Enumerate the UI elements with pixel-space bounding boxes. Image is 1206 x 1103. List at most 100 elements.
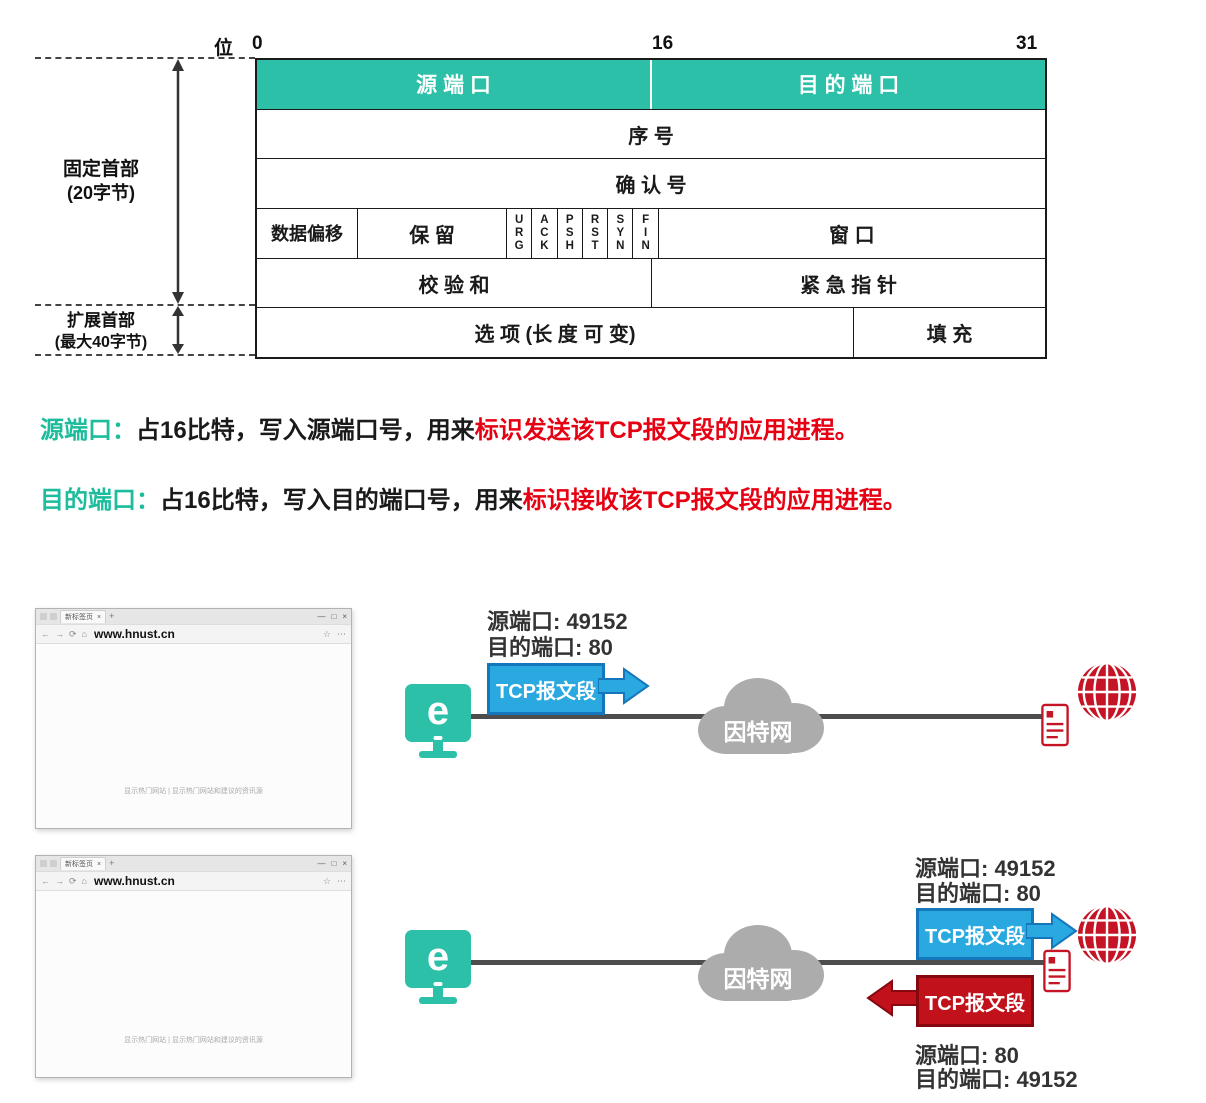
- browser-tab: 新标签页 ×: [60, 610, 107, 623]
- tcp-segment-box-request-1: TCP报文段: [487, 663, 605, 715]
- d2-dest-port-label-bottom: 目的端口: 49152: [915, 1067, 1078, 1092]
- cell-urgent-pointer: 紧 急 指 针: [651, 258, 1045, 308]
- bit-tick-16: 16: [652, 33, 674, 54]
- browser-tab-bar: 新标签页 × + — □ ×: [36, 856, 351, 871]
- nav-right-icons: ☆ ⋯: [323, 629, 346, 640]
- monitor-neck: [433, 742, 443, 751]
- favorite-icon: ☆: [322, 628, 331, 639]
- home-icon: ⌂: [81, 629, 87, 639]
- internet-cloud-1: 因特网: [686, 670, 830, 767]
- note-dest-port-emphasis: 标识接收该TCP报文段的应用进程。: [522, 487, 907, 514]
- tab-close-icon: ×: [97, 860, 102, 868]
- refresh-icon: ⟳: [69, 628, 77, 639]
- bit-unit-label: 位: [214, 38, 234, 59]
- app-icon: [50, 613, 57, 620]
- new-tab-hint-text: 显示热门网站 | 显示热门网站和建议的资讯源: [124, 1037, 263, 1044]
- row-flags: 数据偏移 保 留 U R G A C K P S H R S T S Y N F…: [257, 208, 1045, 258]
- client-monitor-icon-1: e: [405, 684, 471, 758]
- browser-page-body: 显示热门网站 | 显示热门网站和建议的资讯源: [36, 644, 351, 828]
- cell-window: 窗 口: [657, 209, 1045, 258]
- tab-close-icon: ×: [97, 613, 102, 621]
- more-icon: ⋯: [337, 628, 346, 639]
- flag-cell-urg: U R G: [506, 209, 531, 258]
- flag-cell-rst: R S T: [581, 209, 607, 258]
- tcp-segment-box-request-2: TCP报文段: [916, 908, 1034, 960]
- bit-tick-0: 0: [252, 33, 263, 54]
- row-checksum: 校 验 和 紧 急 指 针: [257, 257, 1045, 308]
- monitor-screen: e: [405, 684, 471, 742]
- cell-data-offset: 数据偏移: [271, 224, 343, 245]
- d2-source-port-label-top: 源端口: 49152: [915, 856, 1056, 881]
- d1-source-port-label: 源端口: 49152: [487, 609, 628, 634]
- extension-header-extent-arrow-icon: [172, 306, 184, 354]
- cell-checksum: 校 验 和: [418, 274, 490, 297]
- row-ack: 确 认 号: [257, 158, 1045, 208]
- monitor-base: [419, 751, 457, 758]
- arrow-right-blue-icon: [1026, 912, 1078, 950]
- note-source-port-term: 源端口：: [40, 417, 136, 444]
- cell-ack-number: 确 认 号: [615, 175, 687, 198]
- refresh-icon: ⟳: [69, 875, 77, 886]
- note-source-port-emphasis: 标识发送该TCP报文段的应用进程。: [474, 417, 859, 444]
- window-controls: — □ ×: [317, 611, 347, 621]
- app-icon: [50, 860, 57, 867]
- close-icon: ×: [342, 611, 347, 621]
- browser-tab-bar: 新标签页 × + — □ ×: [36, 609, 351, 624]
- browser-window-2: 新标签页 × + — □ × ← → ⟳ ⌂ www.hnust.cn ☆ ⋯ …: [35, 855, 352, 1078]
- address-url: www.hnust.cn: [93, 874, 175, 888]
- fixed-header-label: 固定首部: [62, 159, 139, 180]
- nav-right-icons: ☆ ⋯: [323, 876, 346, 887]
- cell-source-port: 源 端 口: [416, 74, 491, 98]
- browser-nav-bar: ← → ⟳ ⌂ www.hnust.cn ☆ ⋯: [36, 871, 351, 891]
- row-options: 选 项 (长 度 可 变) 填 充: [257, 307, 1045, 358]
- address-url: www.hnust.cn: [93, 627, 175, 641]
- cell-reserved: 保 留: [357, 209, 506, 258]
- forward-icon: →: [55, 876, 64, 886]
- forward-icon: →: [55, 629, 64, 639]
- monitor-screen: e: [405, 930, 471, 988]
- cloud-icon: [698, 678, 824, 754]
- browser-window-1: 新标签页 × + — □ × ← → ⟳ ⌂ www.hnust.cn ☆ ⋯ …: [35, 608, 352, 829]
- minimize-icon: —: [317, 611, 326, 621]
- dashed-guide-top: [35, 57, 255, 59]
- arrow-right-blue-icon: [598, 667, 650, 705]
- server-doc-icon-1: [1041, 703, 1069, 747]
- note-source-port: 源端口：占16比特，写入源端口号，用来标识发送该TCP报文段的应用进程。: [40, 410, 859, 445]
- browser-nav-bar: ← → ⟳ ⌂ www.hnust.cn ☆ ⋯: [36, 624, 351, 644]
- row-ports: 源 端 口 目 的 端 口: [257, 60, 1045, 109]
- browser-page-body: 显示热门网站 | 显示热门网站和建议的资讯源: [36, 891, 351, 1077]
- back-icon: ←: [41, 876, 50, 886]
- flag-cell-psh: P S H: [556, 209, 582, 258]
- back-icon: ←: [41, 629, 50, 639]
- app-icon: [40, 860, 47, 867]
- extension-header-size-label: (最大40字节): [54, 334, 148, 351]
- favorite-icon: ☆: [322, 875, 331, 886]
- edge-browser-logo: e: [426, 934, 450, 979]
- monitor-base: [419, 997, 457, 1004]
- note-source-port-body: 占16比特，写入源端口号，用来: [136, 417, 475, 444]
- bit-tick-31: 31: [1016, 33, 1038, 54]
- internet-cloud-2: 因特网: [686, 917, 830, 1014]
- flag-cell-syn: S Y N: [607, 209, 632, 258]
- note-dest-port-body: 占16比特，写入目的端口号，用来: [160, 487, 523, 514]
- d2-source-port-label-bottom: 源端口: 80: [915, 1043, 1019, 1068]
- new-tab-icon: +: [109, 858, 115, 868]
- dashed-guide-bottom: [35, 354, 255, 356]
- monitor-neck: [433, 988, 443, 997]
- globe-icon-1: [1077, 661, 1137, 723]
- monitor-notch: [433, 982, 443, 986]
- server-doc-icon-2: [1043, 949, 1071, 993]
- app-icon: [40, 613, 47, 620]
- cloud-label: 因特网: [724, 966, 793, 992]
- tab-title: 新标签页: [65, 614, 93, 621]
- extension-header-label: 扩展首部: [67, 311, 135, 330]
- tcp-header-table: 源 端 口 目 的 端 口 序 号 确 认 号 数据偏移 保 留 U R G A…: [255, 58, 1047, 359]
- cell-padding: 填 充: [853, 308, 1045, 358]
- dashed-guide-middle: [35, 304, 255, 306]
- client-monitor-icon-2: e: [405, 930, 471, 1004]
- cloud-icon: [698, 925, 824, 1001]
- fixed-header-extent-arrow-icon: [172, 59, 184, 304]
- maximize-icon: □: [331, 858, 337, 868]
- cell-options: 选 项 (长 度 可 变): [474, 324, 636, 347]
